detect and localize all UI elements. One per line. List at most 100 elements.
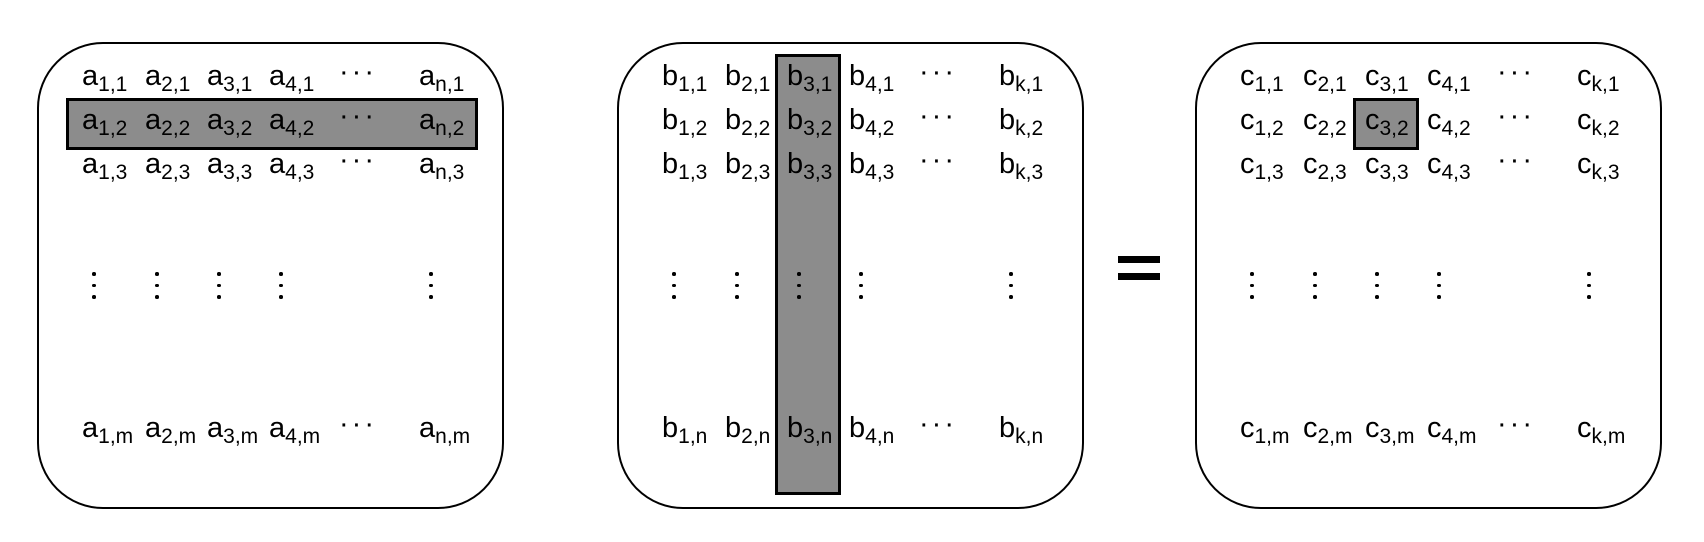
matrix-element: b4,1 [849,62,894,96]
element-subscript: 1,1 [98,73,128,96]
element-subscript: 2,2 [1317,117,1347,140]
element-subscript: 1,1 [678,73,708,96]
element-subscript: k,n [1015,425,1044,448]
element-subscript: 3,m [1379,425,1415,448]
element-subscript: k,2 [1591,117,1620,140]
matrix-element: c4,3 [1427,150,1471,184]
element-subscript: 3,3 [223,161,253,184]
element-subscript: 3,2 [1379,117,1409,140]
element-letter: a [419,104,436,136]
vertical-ellipsis [797,272,803,307]
element-subscript: 1,1 [1254,73,1284,96]
horizontal-ellipsis: ··· [339,144,377,176]
matrix-element: b4,2 [849,106,894,140]
element-letter: b [725,412,742,444]
matrix-element: c3,1 [1365,60,1409,96]
element-subscript: n,3 [435,161,465,184]
element-letter: a [145,60,162,92]
element-subscript: 2,1 [741,73,771,96]
element-letter: c [1303,412,1318,444]
element-subscript: k,m [1591,425,1626,448]
element-letter: c [1427,412,1442,444]
element-subscript: 2,m [161,425,197,448]
matrix-element: b1,n [662,414,707,448]
element-letter: b [725,104,742,136]
matrix-element: a4,m [269,412,320,448]
element-subscript: 2,n [741,425,771,448]
element-subscript: 2,2 [741,117,771,140]
matrix-element: b2,1 [725,62,770,96]
element-letter: a [145,412,162,444]
element-subscript: n,2 [435,117,465,140]
element-subscript: n,1 [435,73,465,96]
matrix-element: c3,m [1365,412,1415,448]
element-letter: c [1240,148,1255,180]
vertical-ellipsis [1437,272,1443,307]
element-letter: a [269,60,286,92]
matrix-element: c4,1 [1427,62,1471,96]
element-letter: a [207,60,224,92]
vertical-ellipsis [1313,272,1319,307]
vertical-ellipsis [279,272,285,307]
matrix-element: a3,m [207,412,258,448]
element-subscript: 2,m [1317,425,1353,448]
element-letter: b [999,148,1016,180]
equals-sign [1118,256,1160,290]
element-letter: a [207,104,224,136]
matrix-element: b1,3 [662,150,707,184]
matrix-element: c3,2 [1365,106,1409,140]
horizontal-ellipsis: ··· [1497,100,1535,132]
element-subscript: 3,3 [803,161,833,184]
matrix-element: b3,n [787,414,832,448]
element-subscript: 4,1 [285,73,315,96]
element-letter: c [1365,148,1380,180]
vertical-ellipsis [155,272,161,307]
matrix-element: a1,2 [82,106,127,140]
element-subscript: 4,n [865,425,895,448]
element-letter: c [1365,60,1380,92]
matrix-element: a2,m [145,412,196,448]
element-subscript: 2,1 [161,73,191,96]
vertical-ellipsis [1250,272,1256,307]
matrix-element: b3,3 [787,150,832,184]
element-letter: a [207,412,224,444]
element-letter: c [1365,412,1380,444]
element-subscript: 3,1 [223,73,253,96]
element-subscript: 4,1 [1441,73,1471,96]
vertical-ellipsis [735,272,741,307]
matrix-element: c1,2 [1240,106,1284,140]
element-letter: c [1577,148,1592,180]
element-letter: c [1240,60,1255,92]
horizontal-ellipsis: ··· [339,408,377,440]
matrix-element: a2,2 [145,106,190,140]
element-letter: a [82,412,99,444]
matrix-element-last: ck,2 [1577,106,1620,140]
element-letter: b [787,60,804,92]
element-letter: a [269,412,286,444]
element-letter: b [999,104,1016,136]
element-letter: b [999,60,1016,92]
vertical-ellipsis [217,272,223,307]
vertical-ellipsis [672,272,678,307]
highlight-column [775,54,841,495]
matrix-element: b3,1 [787,60,832,96]
element-subscript: 4,3 [865,161,895,184]
element-subscript: 1,2 [678,117,708,140]
matrix-element: c1,m [1240,414,1290,448]
matrix-element: c4,m [1427,412,1477,448]
vertical-ellipsis [92,272,98,307]
matrix-element-last: an,1 [419,62,464,96]
element-letter: a [269,148,286,180]
element-letter: c [1303,148,1318,180]
element-subscript: k,1 [1591,73,1620,96]
element-subscript: 4,2 [1441,117,1471,140]
element-subscript: k,1 [1015,73,1044,96]
matrix-element: c1,3 [1240,148,1284,184]
element-letter: a [269,104,286,136]
horizontal-ellipsis: ··· [339,56,377,88]
element-subscript: 3,1 [1379,73,1409,96]
vertical-ellipsis [1375,272,1381,307]
vertical-ellipsis [1009,272,1015,307]
